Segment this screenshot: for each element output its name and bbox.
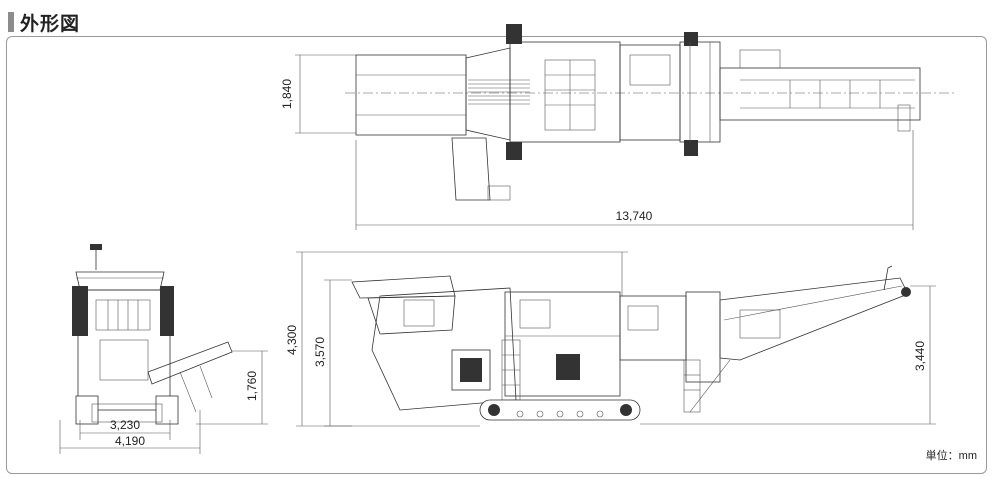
side-view: 4,300 3,570 3,440	[285, 251, 936, 427]
heading-title: 外形図	[20, 12, 81, 35]
dim-side-overall-height: 4,300	[285, 325, 299, 355]
dim-front-overall-width: 4,190	[115, 434, 145, 448]
unit-note: 単位：mm	[925, 450, 977, 462]
dim-side-conveyor-height: 3,440	[913, 341, 927, 371]
heading-marker-icon	[8, 12, 14, 32]
dim-front-track-width: 3,230	[110, 418, 140, 432]
section-heading: 外形図	[8, 10, 81, 35]
drawing-frame	[6, 36, 987, 474]
dim-top-length: 13,740	[616, 209, 653, 223]
dim-side-hopper-height: 3,570	[313, 337, 327, 367]
dim-top-width: 1,840	[280, 79, 294, 109]
front-view: 1,760 3,230 4,190	[59, 244, 268, 454]
top-view: 1,840 13,740	[280, 24, 955, 230]
dim-front-conveyor-height: 1,760	[245, 371, 259, 401]
